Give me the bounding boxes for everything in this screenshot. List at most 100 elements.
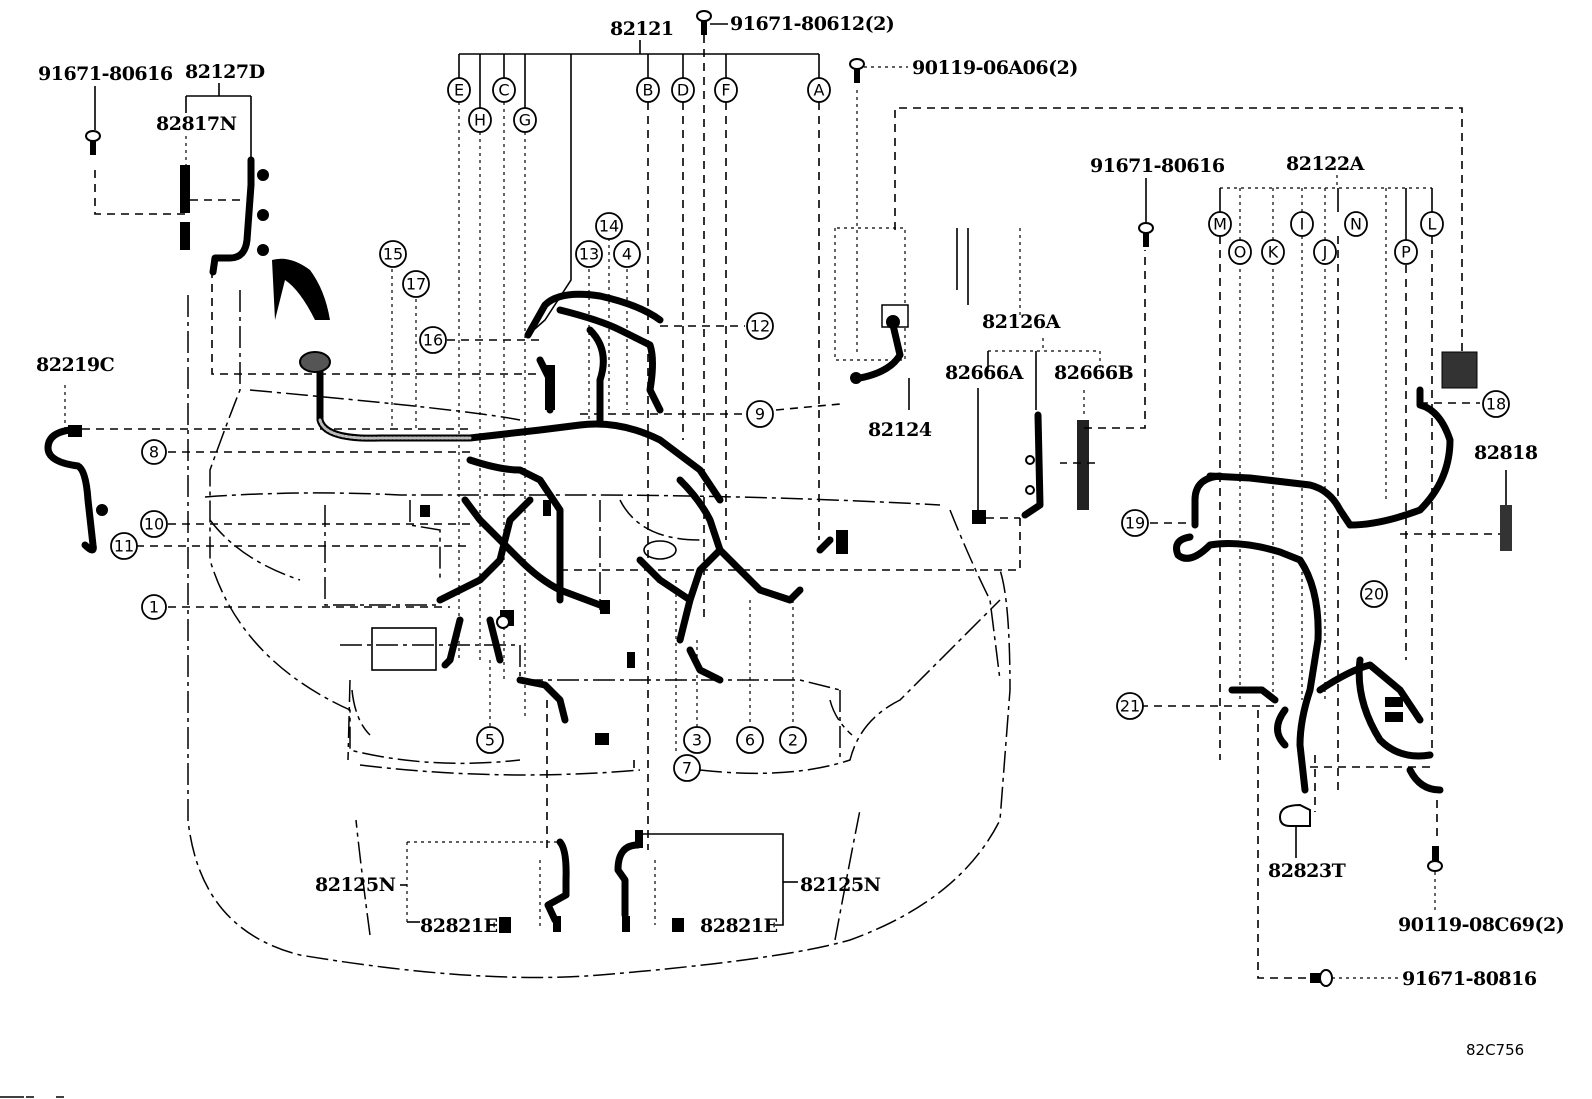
svg-text:N: N: [1350, 215, 1362, 234]
connector-82817N[interactable]: [180, 165, 190, 213]
svg-text:18: 18: [1486, 395, 1506, 414]
part-label-91671-80616-left[interactable]: 91671-80616: [38, 63, 173, 85]
part-label-82122A[interactable]: 82122A: [1286, 153, 1365, 175]
part-label-82125N-left[interactable]: 82125N: [315, 874, 396, 896]
part-label-82818[interactable]: 82818: [1474, 442, 1538, 464]
callout-G[interactable]: G: [513, 107, 537, 133]
part-label-82126A[interactable]: 82126A: [982, 311, 1061, 333]
callout-11[interactable]: 11: [110, 532, 138, 560]
bolt-91671-80816-group: 91671-80816: [1310, 968, 1537, 990]
svg-text:9: 9: [755, 405, 765, 424]
callout-C[interactable]: C: [492, 77, 516, 103]
callout-A[interactable]: A: [807, 77, 831, 103]
part-82818-group: 82818: [1474, 442, 1538, 551]
svg-text:B: B: [643, 81, 654, 100]
callout-E[interactable]: E: [447, 77, 471, 103]
bolt-icon: [696, 10, 712, 35]
svg-text:2: 2: [788, 731, 798, 750]
svg-text:8: 8: [149, 443, 159, 462]
part-label-82823T[interactable]: 82823T: [1268, 860, 1346, 882]
svg-text:G: G: [519, 111, 531, 130]
part-label-82817N[interactable]: 82817N: [156, 113, 237, 135]
callout-12[interactable]: 12: [746, 312, 774, 340]
part-label-82666B[interactable]: 82666B: [1054, 362, 1134, 384]
svg-text:10: 10: [144, 515, 164, 534]
part-label-91671-80616-right[interactable]: 91671-80616: [1090, 155, 1225, 177]
svg-text:J: J: [1322, 243, 1328, 262]
part-82823T-group: 82823T: [1268, 755, 1346, 882]
callout-13[interactable]: 13: [575, 240, 603, 268]
svg-text:7: 7: [682, 759, 692, 778]
svg-text:C: C: [498, 81, 509, 100]
callout-F[interactable]: F: [714, 77, 738, 103]
bolt-icon: [1310, 969, 1333, 987]
main-harness-82121[interactable]: [272, 258, 848, 745]
callout-4[interactable]: 4: [613, 240, 641, 268]
part-label-82121[interactable]: 82121: [610, 18, 674, 40]
callout-10[interactable]: 10: [140, 510, 168, 538]
callout-17[interactable]: 17: [402, 270, 430, 298]
callout-leaders: [136, 238, 1021, 850]
callout-7[interactable]: 7: [673, 754, 701, 782]
svg-text:4: 4: [622, 245, 632, 264]
part-label-90119-08C69[interactable]: 90119-08C69(2): [1398, 914, 1565, 936]
callout-9[interactable]: 9: [746, 400, 774, 428]
callout-M[interactable]: M: [1208, 211, 1232, 237]
svg-text:19: 19: [1125, 514, 1145, 533]
callout-O[interactable]: O: [1228, 239, 1252, 265]
callout-1[interactable]: 1: [141, 594, 167, 620]
bolt-icon: [85, 130, 101, 155]
svg-text:A: A: [814, 81, 825, 100]
part-label-91671-80612[interactable]: 91671-80612(2): [730, 13, 895, 35]
part-82126A-group: 82126A 82666A 82666B: [945, 228, 1146, 524]
callout-15[interactable]: 15: [379, 240, 407, 268]
callout-P[interactable]: P: [1394, 239, 1418, 265]
bolt-icon: [849, 58, 865, 83]
callout-H[interactable]: H: [468, 107, 492, 133]
callout-L[interactable]: L: [1420, 211, 1444, 237]
callout-3[interactable]: 3: [683, 726, 711, 754]
letter-callouts: E H C G B D F A M O K I J N P L: [447, 77, 1444, 265]
svg-text:20: 20: [1364, 585, 1384, 604]
svg-text:6: 6: [745, 731, 755, 750]
callout-K[interactable]: K: [1261, 239, 1285, 265]
callout-N[interactable]: N: [1344, 211, 1368, 237]
svg-text:I: I: [1300, 215, 1305, 234]
callout-14[interactable]: 14: [595, 212, 623, 240]
callout-J[interactable]: J: [1313, 239, 1337, 265]
part-label-82666A[interactable]: 82666A: [945, 362, 1024, 384]
part-label-91671-80816[interactable]: 91671-80816: [1402, 968, 1537, 990]
number-callouts: 1 2 3 4 5 6 7 8 9 10 11 12 13 14 15 16 1…: [110, 212, 1510, 782]
svg-text:15: 15: [383, 245, 403, 264]
svg-text:16: 16: [423, 331, 443, 350]
callout-20[interactable]: 20: [1360, 580, 1388, 608]
diagram-reference-code: 82C756: [1466, 1041, 1524, 1059]
part-label-82219C[interactable]: 82219C: [36, 354, 115, 376]
part-label-82821E-right[interactable]: 82821E: [700, 915, 778, 937]
svg-text:17: 17: [406, 275, 426, 294]
callout-D[interactable]: D: [671, 77, 695, 103]
callout-18[interactable]: 18: [1482, 390, 1510, 418]
callout-2[interactable]: 2: [779, 726, 807, 754]
part-label-82125N-right[interactable]: 82125N: [800, 874, 881, 896]
callout-16[interactable]: 16: [419, 326, 447, 354]
svg-text:H: H: [474, 111, 486, 130]
svg-text:14: 14: [599, 217, 619, 236]
svg-text:L: L: [1428, 215, 1437, 234]
callout-19[interactable]: 19: [1121, 509, 1149, 537]
svg-text:21: 21: [1120, 697, 1140, 716]
part-label-82124[interactable]: 82124: [868, 419, 932, 441]
callout-8[interactable]: 8: [141, 439, 167, 465]
bolt-90119-08C69-group: 90119-08C69(2): [1398, 800, 1565, 936]
callout-5[interactable]: 5: [476, 726, 504, 754]
part-label-82821E-left[interactable]: 82821E: [420, 915, 498, 937]
part-label-82127D[interactable]: 82127D: [185, 61, 265, 83]
svg-text:O: O: [1234, 243, 1247, 262]
callout-6[interactable]: 6: [736, 726, 764, 754]
callout-21[interactable]: 21: [1116, 692, 1144, 720]
svg-text:13: 13: [579, 245, 599, 264]
callout-I[interactable]: I: [1290, 211, 1314, 237]
part-label-90119-06A06[interactable]: 90119-06A06(2): [912, 57, 1078, 79]
callout-B[interactable]: B: [636, 77, 660, 103]
